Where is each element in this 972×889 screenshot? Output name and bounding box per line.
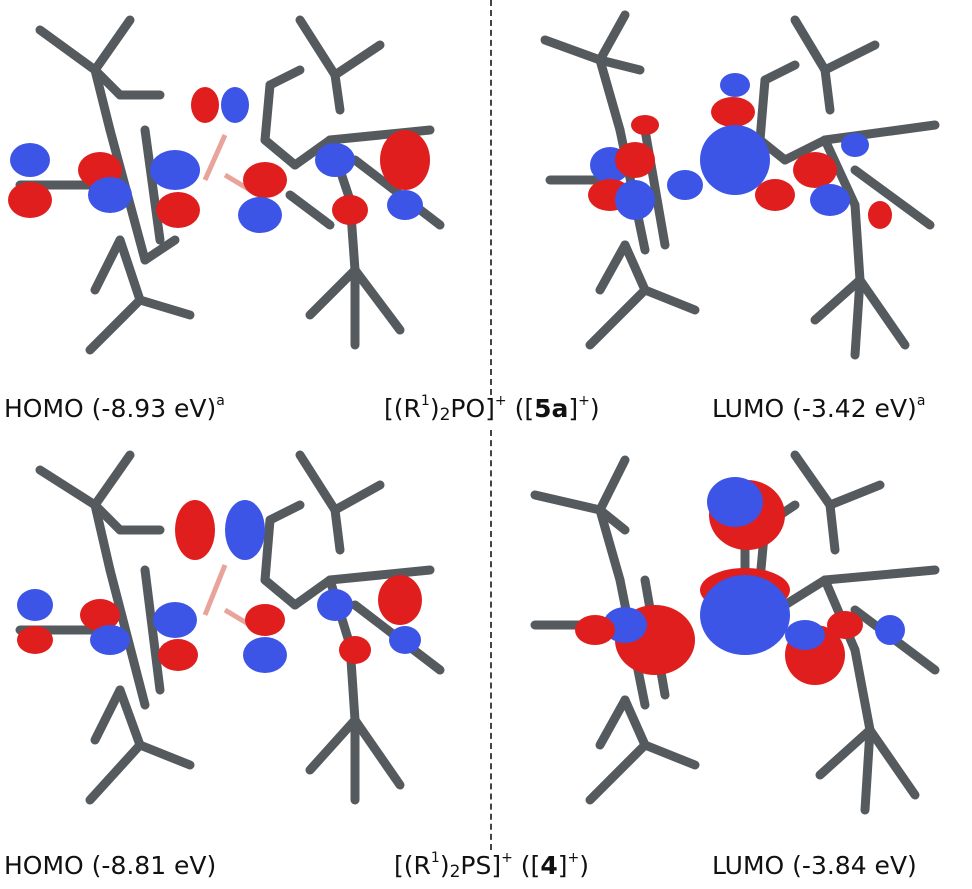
vertical-divider-lower [490,430,492,850]
lumo-5a-label-footnote: a [916,393,926,409]
compound-4-pre: [(R [394,851,431,880]
compound-4-mid: ) [439,851,450,880]
compound-4-charge2: + [567,850,580,866]
compound-5a-post: PO] [450,394,495,423]
lumo-5a-panel [495,0,970,370]
compound-5a-close: ] [568,394,579,423]
compound-5a-number: 5a [534,394,569,423]
homo-4-orbital-image [15,450,445,805]
homo-4-label: HOMO (-8.81 eV) [4,853,216,878]
compound-4-number: 4 [540,851,558,880]
compound-5a-charge2: + [578,393,590,409]
lumo-4-orbital-image [530,450,940,815]
homo-5a-label: HOMO (-8.93 eV)a [4,393,225,423]
compound-4-post: PS] [460,851,502,880]
compound-4-paren-close: ) [579,851,589,880]
compound-5a-sub: 2 [439,405,451,425]
homo-5a-label-footnote: a [216,393,225,409]
lumo-4-panel [495,440,970,825]
lumo-4-label-text: LUMO (-3.84 eV) [712,851,917,880]
compound-5a-label: [(R1)2PO]+ ([5a]+) [384,393,600,425]
homo-5a-label-text: HOMO (-8.93 eV) [4,394,217,423]
compound-4-close: ] [557,851,568,880]
compound-4-sup1: 1 [430,850,440,866]
lumo-5a-orbital-image [540,10,940,360]
lumo-5a-label: LUMO (-3.42 eV)a [712,393,926,423]
compound-5a-charge: + [494,393,507,409]
compound-5a-paren-close: ) [589,394,600,423]
compound-5a-pre: [(R [384,394,421,423]
homo-4-panel [0,440,480,825]
lumo-5a-label-text: LUMO (-3.42 eV) [712,394,917,423]
compound-4-open: ([ [512,851,541,880]
vertical-divider [490,0,492,395]
homo-4-label-text: HOMO (-8.81 eV) [4,851,217,880]
compound-4-label: [(R1)2PS]+ ([4]+) [394,850,589,882]
homo-5a-panel [0,0,480,370]
compound-5a-sup1: 1 [420,393,430,409]
compound-4-sub: 2 [449,862,461,882]
compound-4-charge: + [501,850,513,866]
compound-5a-mid: ) [429,394,440,423]
compound-5a-open: ([ [506,394,535,423]
homo-5a-orbital-image [8,15,445,355]
lumo-4-label: LUMO (-3.84 eV) [712,853,917,878]
